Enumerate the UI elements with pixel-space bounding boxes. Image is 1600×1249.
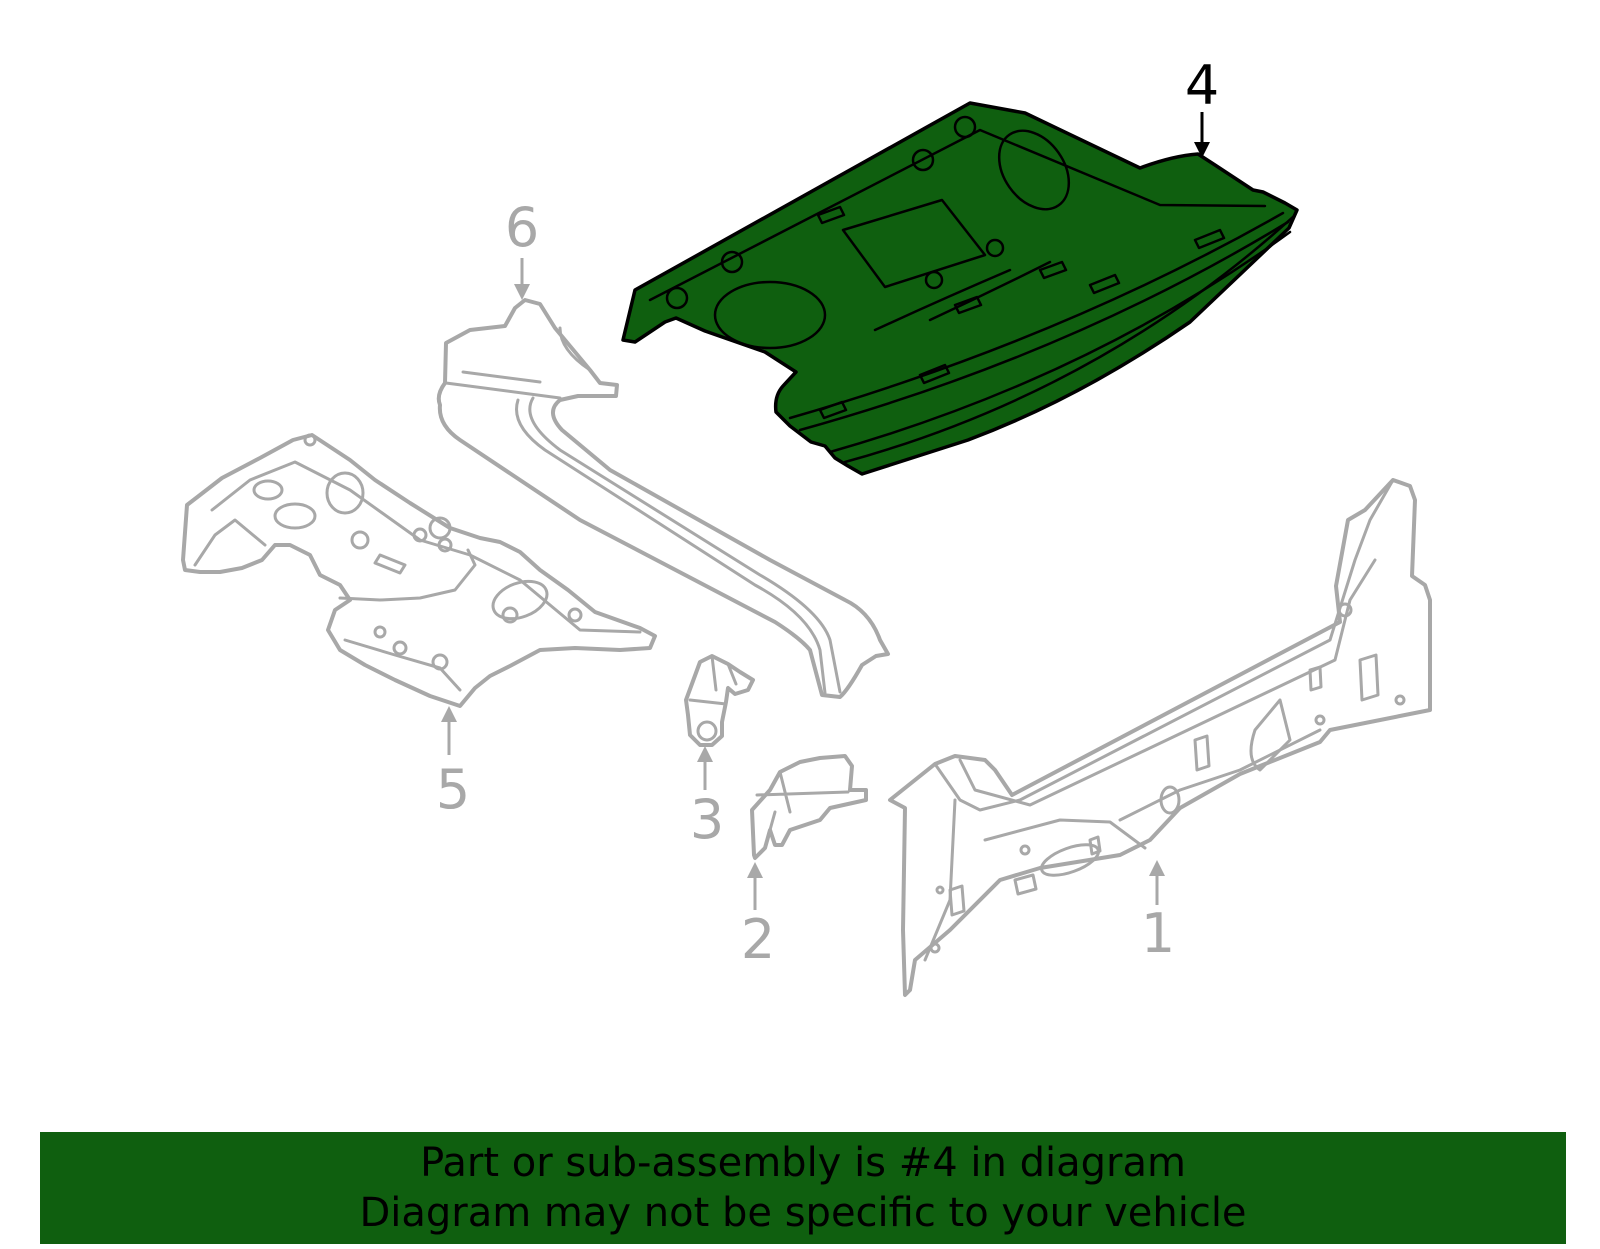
part-6-outline (436, 298, 890, 699)
part-6-reinforcement[interactable] (436, 298, 890, 699)
part-5-floor-extension[interactable] (181, 433, 657, 708)
part-1-outline (888, 478, 1432, 997)
part-3-hole (696, 720, 718, 742)
banner-line-part-number: Part or sub-assembly is #4 in diagram (420, 1140, 1186, 1186)
leader-5 (441, 706, 457, 755)
part-1-rear-panel[interactable] (888, 478, 1432, 997)
leader-4 (1194, 112, 1210, 158)
part-2-extension[interactable] (750, 754, 868, 860)
parts-diagram: 4 6 5 3 2 1 (181, 54, 1432, 997)
part-2-outline (750, 754, 868, 860)
banner-line-disclaimer: Diagram may not be specific to your vehi… (359, 1190, 1247, 1236)
info-banner: Part or sub-assembly is #4 in diagram Di… (40, 1132, 1566, 1244)
leader-2 (747, 862, 763, 910)
callout-label-4[interactable]: 4 (1185, 54, 1219, 117)
part-1-details (923, 478, 1406, 962)
callout-label-5[interactable]: 5 (436, 758, 470, 821)
part-4-outline (621, 101, 1299, 476)
callout-label-3[interactable]: 3 (690, 788, 724, 851)
callout-label-2[interactable]: 2 (741, 908, 775, 971)
callout-label-6[interactable]: 6 (505, 196, 539, 259)
leader-1 (1149, 860, 1165, 905)
part-4-package-tray[interactable] (621, 101, 1299, 476)
leader-6 (514, 258, 530, 300)
part-3-detail (688, 654, 738, 706)
part-4-details (648, 115, 1296, 464)
callout-arrows (441, 112, 1210, 910)
part-3-bracket[interactable] (684, 654, 755, 747)
part-6-detail (444, 326, 842, 695)
leader-3 (697, 746, 713, 790)
callout-label-1[interactable]: 1 (1141, 902, 1175, 965)
part-3-outline (684, 654, 755, 747)
part-5-details (193, 433, 642, 692)
part-2-detail (755, 770, 850, 832)
part-5-outline (181, 433, 657, 708)
